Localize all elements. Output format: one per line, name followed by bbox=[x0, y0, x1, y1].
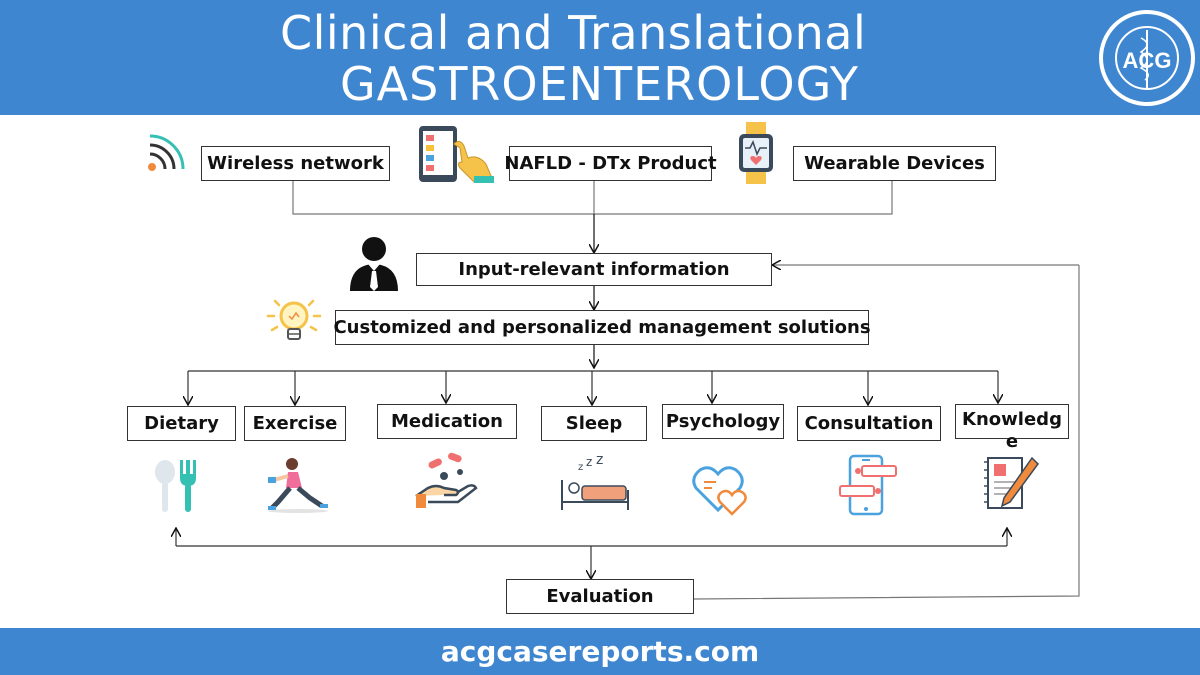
svg-text:z: z bbox=[578, 462, 583, 473]
input-relevant-information-box: Input-relevant information bbox=[416, 253, 772, 286]
svg-text:z: z bbox=[586, 455, 592, 469]
journal-title-line1: Clinical and Translational bbox=[280, 6, 867, 60]
hearts-icon bbox=[692, 466, 747, 516]
nafld-dtx-product-box: NAFLD - DTx Product bbox=[504, 146, 717, 181]
footer-banner: acgcasereports.com bbox=[0, 628, 1200, 675]
psychology-box: Psychology bbox=[662, 404, 784, 439]
hand-pills-icon bbox=[415, 452, 478, 508]
header-banner: Clinical and Translational GASTROENTEROL… bbox=[0, 0, 1200, 115]
management-solutions-box: Customized and personalized management s… bbox=[333, 310, 871, 345]
evaluation-box: Evaluation bbox=[506, 579, 694, 614]
tablet-touch-icon bbox=[419, 126, 494, 183]
wifi-icon bbox=[148, 134, 185, 171]
phone-chat-icon bbox=[839, 454, 897, 516]
lightbulb-icon bbox=[266, 299, 322, 340]
wearable-devices-box: Wearable Devices bbox=[793, 146, 996, 181]
logo-acg-text: ACG bbox=[1123, 48, 1172, 73]
journal-title-line2: GASTROENTEROLOGY bbox=[340, 57, 860, 111]
knowledge-box: Knowledge bbox=[955, 404, 1069, 452]
medication-box: Medication bbox=[377, 404, 517, 439]
smartwatch-icon bbox=[739, 122, 773, 184]
svg-text:z: z bbox=[596, 454, 603, 468]
wireless-network-box: Wireless network bbox=[201, 146, 390, 181]
notebook-pencil-icon bbox=[984, 456, 1039, 509]
consultation-box: Consultation bbox=[797, 406, 941, 441]
acg-logo: ACG bbox=[1099, 10, 1195, 106]
dietary-box: Dietary bbox=[127, 406, 236, 441]
businessman-icon bbox=[350, 237, 398, 291]
exercise-box: Exercise bbox=[244, 406, 346, 441]
sleeping-bed-icon: z z z bbox=[561, 454, 629, 510]
footer-url[interactable]: acgcasereports.com bbox=[440, 635, 760, 668]
exercise-woman-icon bbox=[268, 458, 328, 513]
spoon-fork-icon bbox=[155, 460, 196, 512]
sleep-box: Sleep bbox=[541, 406, 647, 441]
